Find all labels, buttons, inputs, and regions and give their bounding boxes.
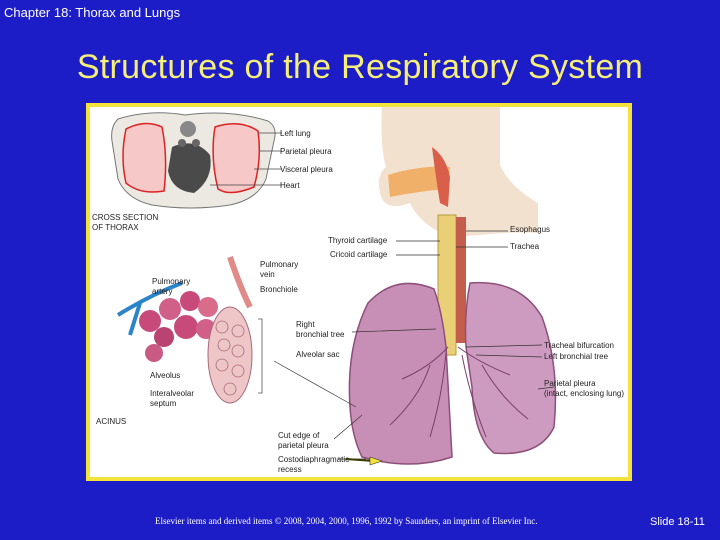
label-cricoid-cartilage: Cricoid cartilage xyxy=(330,250,387,259)
label-alveolar-sac: Alveolar sac xyxy=(296,350,340,359)
label-trachea: Trachea xyxy=(510,242,539,251)
label-costodiaphragmatic-line1: Costodiaphragmatic xyxy=(278,455,349,464)
right-lung xyxy=(349,283,452,464)
label-parietal-pleura-intact-line1: Parietal pleura xyxy=(544,379,596,388)
label-left-bronchial-tree: Left bronchial tree xyxy=(544,352,608,361)
label-thyroid-cartilage: Thyroid cartilage xyxy=(328,236,387,245)
label-pulmonary-artery-line2: artery xyxy=(152,287,172,296)
label-acinus: ACINUS xyxy=(96,417,126,426)
label-right-bronchial-tree-line2: bronchial tree xyxy=(296,330,344,339)
label-parietal-pleura: Parietal pleura xyxy=(280,147,332,156)
label-pulmonary-vein-line1: Pulmonary xyxy=(260,260,298,269)
left-lung xyxy=(466,283,556,454)
label-visceral-pleura: Visceral pleura xyxy=(280,165,333,174)
label-cross-section-line1: CROSS SECTION xyxy=(92,213,158,222)
label-right-bronchial-tree-line1: Right xyxy=(296,320,315,329)
label-left-lung: Left lung xyxy=(280,129,311,138)
label-tracheal-bifurcation: Tracheal bifurcation xyxy=(544,341,614,350)
label-pulmonary-artery-line1: Pulmonary xyxy=(152,277,190,286)
label-heart: Heart xyxy=(280,181,300,190)
label-parietal-pleura-intact-line2: (intact, enclosing lung) xyxy=(544,389,624,398)
label-interalveolar-septum-line1: Interalveolar xyxy=(150,389,194,398)
copyright-footer: Elsevier items and derived items © 2008,… xyxy=(155,516,538,526)
slide-number: Slide 18-11 xyxy=(650,516,705,528)
label-interalveolar-septum-line2: septum xyxy=(150,399,176,408)
label-cut-edge-line2: parietal pleura xyxy=(278,441,329,450)
label-bronchiole: Bronchiole xyxy=(260,285,298,294)
slide-title: Structures of the Respiratory System xyxy=(0,48,720,87)
label-esophagus: Esophagus xyxy=(510,225,550,234)
respiratory-figure: Left lung Parietal pleura Visceral pleur… xyxy=(86,103,632,481)
label-costodiaphragmatic-line2: recess xyxy=(278,465,302,474)
chapter-heading: Chapter 18: Thorax and Lungs xyxy=(4,5,180,20)
cross-section-thorax xyxy=(112,113,282,208)
label-cut-edge-line1: Cut edge of xyxy=(278,431,319,440)
label-pulmonary-vein-line2: vein xyxy=(260,270,275,279)
label-cross-section-line2: OF THORAX xyxy=(92,223,139,232)
label-alveolus: Alveolus xyxy=(150,371,180,380)
